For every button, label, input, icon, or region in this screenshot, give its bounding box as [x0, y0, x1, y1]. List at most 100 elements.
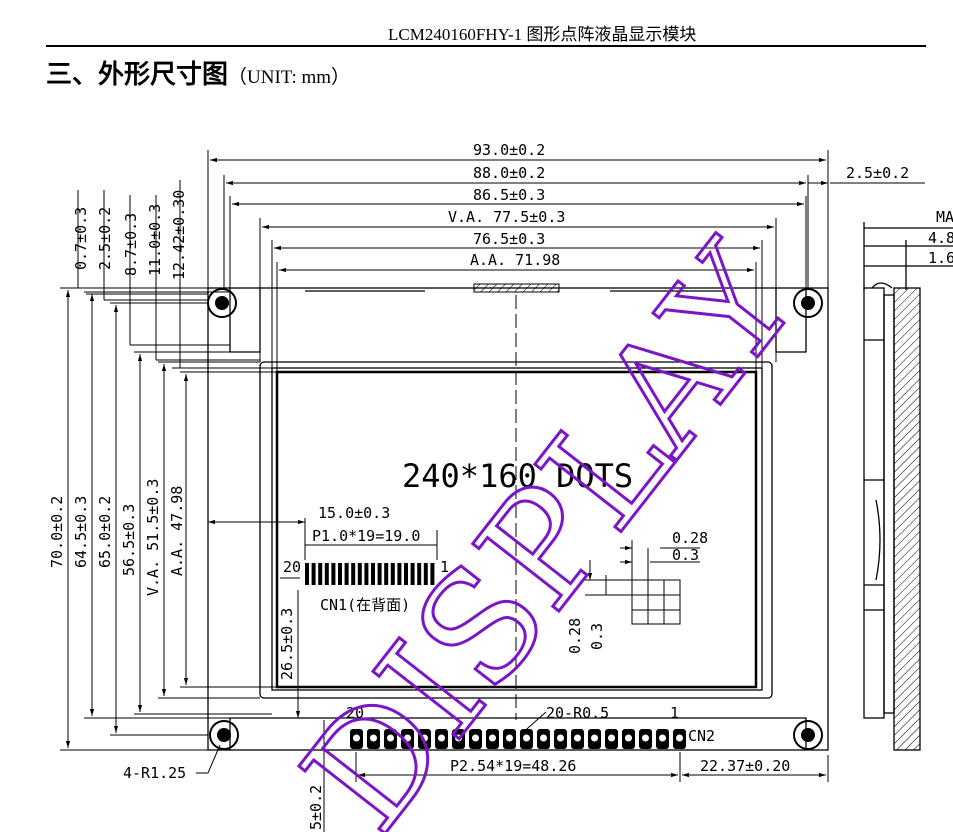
cn2-pin-hole — [557, 734, 564, 742]
cn1-pin — [417, 563, 422, 585]
mount-hole-top-left — [207, 288, 237, 318]
cn2-pin-hole — [591, 734, 598, 742]
side-thickness-2: 1.6 — [928, 249, 953, 267]
dim-active-area-v: A.A. 47.98 — [168, 486, 186, 576]
dim-dot-width: 0.28 — [672, 529, 708, 547]
dim-cn2-offset: 22.37±0.20 — [700, 757, 790, 775]
cn2-pin-start: 20 — [346, 704, 364, 722]
cn1-pin — [404, 563, 408, 585]
dim-top-110: 11.0±0.3 — [146, 204, 164, 276]
cn1-pin — [430, 563, 435, 585]
dim-bottom-partial: 5±0.2 — [307, 785, 325, 830]
cn1-pin — [324, 563, 329, 585]
cn1-pin-end: 1 — [440, 558, 449, 576]
section-title-text: 三、外形尺寸图 — [46, 60, 229, 90]
mount-hole-label: 4-R1.25 — [123, 764, 186, 782]
dim-top-1242: 12.42±0.30 — [170, 190, 188, 280]
unit-label: （UNIT: mm） — [228, 67, 351, 88]
dim-outline-height: 70.0±0.2 — [48, 496, 66, 568]
cn1-dimension-lines — [208, 518, 438, 718]
cn2-pin-hole — [489, 734, 496, 742]
cn1-pin — [357, 563, 362, 585]
dim-cn1-height: 26.5±0.3 — [278, 608, 296, 680]
mount-hole-leader — [196, 744, 221, 774]
cn1-pin-row — [305, 563, 435, 585]
cn1-pin — [423, 563, 428, 585]
cn1-pin-start: 20 — [283, 558, 301, 576]
dot-detail — [585, 540, 700, 625]
cn2-pin-hole — [642, 734, 649, 742]
dim-active-area: A.A. 71.98 — [470, 251, 560, 269]
cn2-pin-row — [350, 729, 686, 749]
horizontal-dimension-lines — [207, 150, 925, 372]
cn2-pin-hole — [659, 734, 666, 742]
cn1-pin — [397, 563, 402, 585]
cn2-pin-end: 1 — [670, 704, 679, 722]
dim-hole-pitch-v: 65.0±0.2 — [96, 496, 114, 568]
cn1-pin — [364, 563, 369, 585]
dim-dot-height: 0.28 — [566, 618, 584, 654]
watermark-text: DISPLAY — [271, 214, 830, 832]
cn2-pin-spec: 20-R0.5 — [546, 704, 609, 722]
resolution-label: 240*160 DOTS — [402, 457, 633, 495]
cn1-pin — [305, 563, 309, 585]
dim-cn1-offset: 15.0±0.3 — [318, 504, 390, 522]
cn2-pin-hole — [625, 734, 632, 742]
side-view — [863, 222, 953, 751]
cn2-name: CN2 — [688, 727, 715, 745]
dim-top-07: 0.7±0.3 — [72, 207, 90, 270]
dim-hole-pitch: 88.0±0.2 — [473, 164, 545, 182]
vertical-dimension-lines — [60, 180, 277, 751]
side-thickness-1: 4.8 — [928, 229, 953, 247]
cn2-pin-hole — [455, 734, 462, 742]
dim-outline-width: 93.0±0.2 — [473, 141, 545, 159]
cn2-pin-hole — [608, 734, 615, 742]
cn1-pin — [384, 563, 389, 585]
dim-hole-offset: 2.5±0.2 — [846, 164, 909, 182]
cn1-pin — [338, 563, 342, 585]
dim-top-87: 8.7±0.3 — [122, 213, 140, 276]
cn2-pin-hole — [676, 734, 683, 742]
section-title: 三、外形尺寸图（UNIT: mm） — [46, 54, 350, 91]
cn1-pin — [351, 563, 356, 585]
dim-glass-width: 76.5±0.3 — [473, 230, 545, 248]
dim-viewing-area-v: V.A. 51.5±0.3 — [144, 479, 162, 596]
cn1-pin — [377, 563, 382, 585]
cn2-pin-hole — [574, 734, 581, 742]
dim-top-25: 2.5±0.2 — [96, 207, 114, 270]
flex-strip — [473, 283, 560, 293]
cn2-pin-hole — [387, 734, 394, 742]
cn2-pin-hole — [404, 734, 411, 742]
cn2-pin-hole — [506, 734, 513, 742]
cn2-pin-hole — [421, 734, 428, 742]
cn2-pin-hole — [472, 734, 479, 742]
side-max-label: MA — [936, 208, 953, 226]
cn1-pin — [371, 563, 375, 585]
dim-bezel-height: 64.5±0.3 — [72, 496, 90, 568]
cn2-pin-hole — [540, 734, 547, 742]
mount-hole-bottom-left — [209, 720, 239, 750]
cn1-pin — [331, 563, 336, 585]
mount-hole-bottom-right — [793, 720, 823, 750]
dim-cn2-pitch: P2.54*19=48.26 — [450, 757, 576, 775]
cn1-pin — [410, 563, 415, 585]
cn2-pin-hole — [370, 734, 377, 742]
cn1-pin — [311, 563, 316, 585]
dim-dot-pitch: 0.3 — [672, 546, 699, 564]
cn2-dimension-lines — [323, 720, 829, 832]
cn1-name: CN1(在背面) — [320, 596, 410, 614]
dim-glass-height: 56.5±0.3 — [120, 504, 138, 576]
document-header-title: LCM240160FHY-1 图形点阵液晶显示模块 — [388, 25, 697, 44]
dim-cn1-pitch: P1.0*19=19.0 — [312, 527, 420, 545]
header-rule — [46, 45, 926, 47]
cn1-pin — [318, 563, 323, 585]
cn2-pin-hole — [523, 734, 530, 742]
dim-dot-pitch-v: 0.3 — [588, 623, 606, 650]
dim-bezel-width: 86.5±0.3 — [473, 186, 545, 204]
cn1-pin — [344, 563, 349, 585]
cn2-pin-hole — [353, 734, 360, 742]
cn2-pin-hole — [438, 734, 445, 742]
dim-viewing-area: V.A. 77.5±0.3 — [448, 208, 565, 226]
cn1-pin — [390, 563, 395, 585]
